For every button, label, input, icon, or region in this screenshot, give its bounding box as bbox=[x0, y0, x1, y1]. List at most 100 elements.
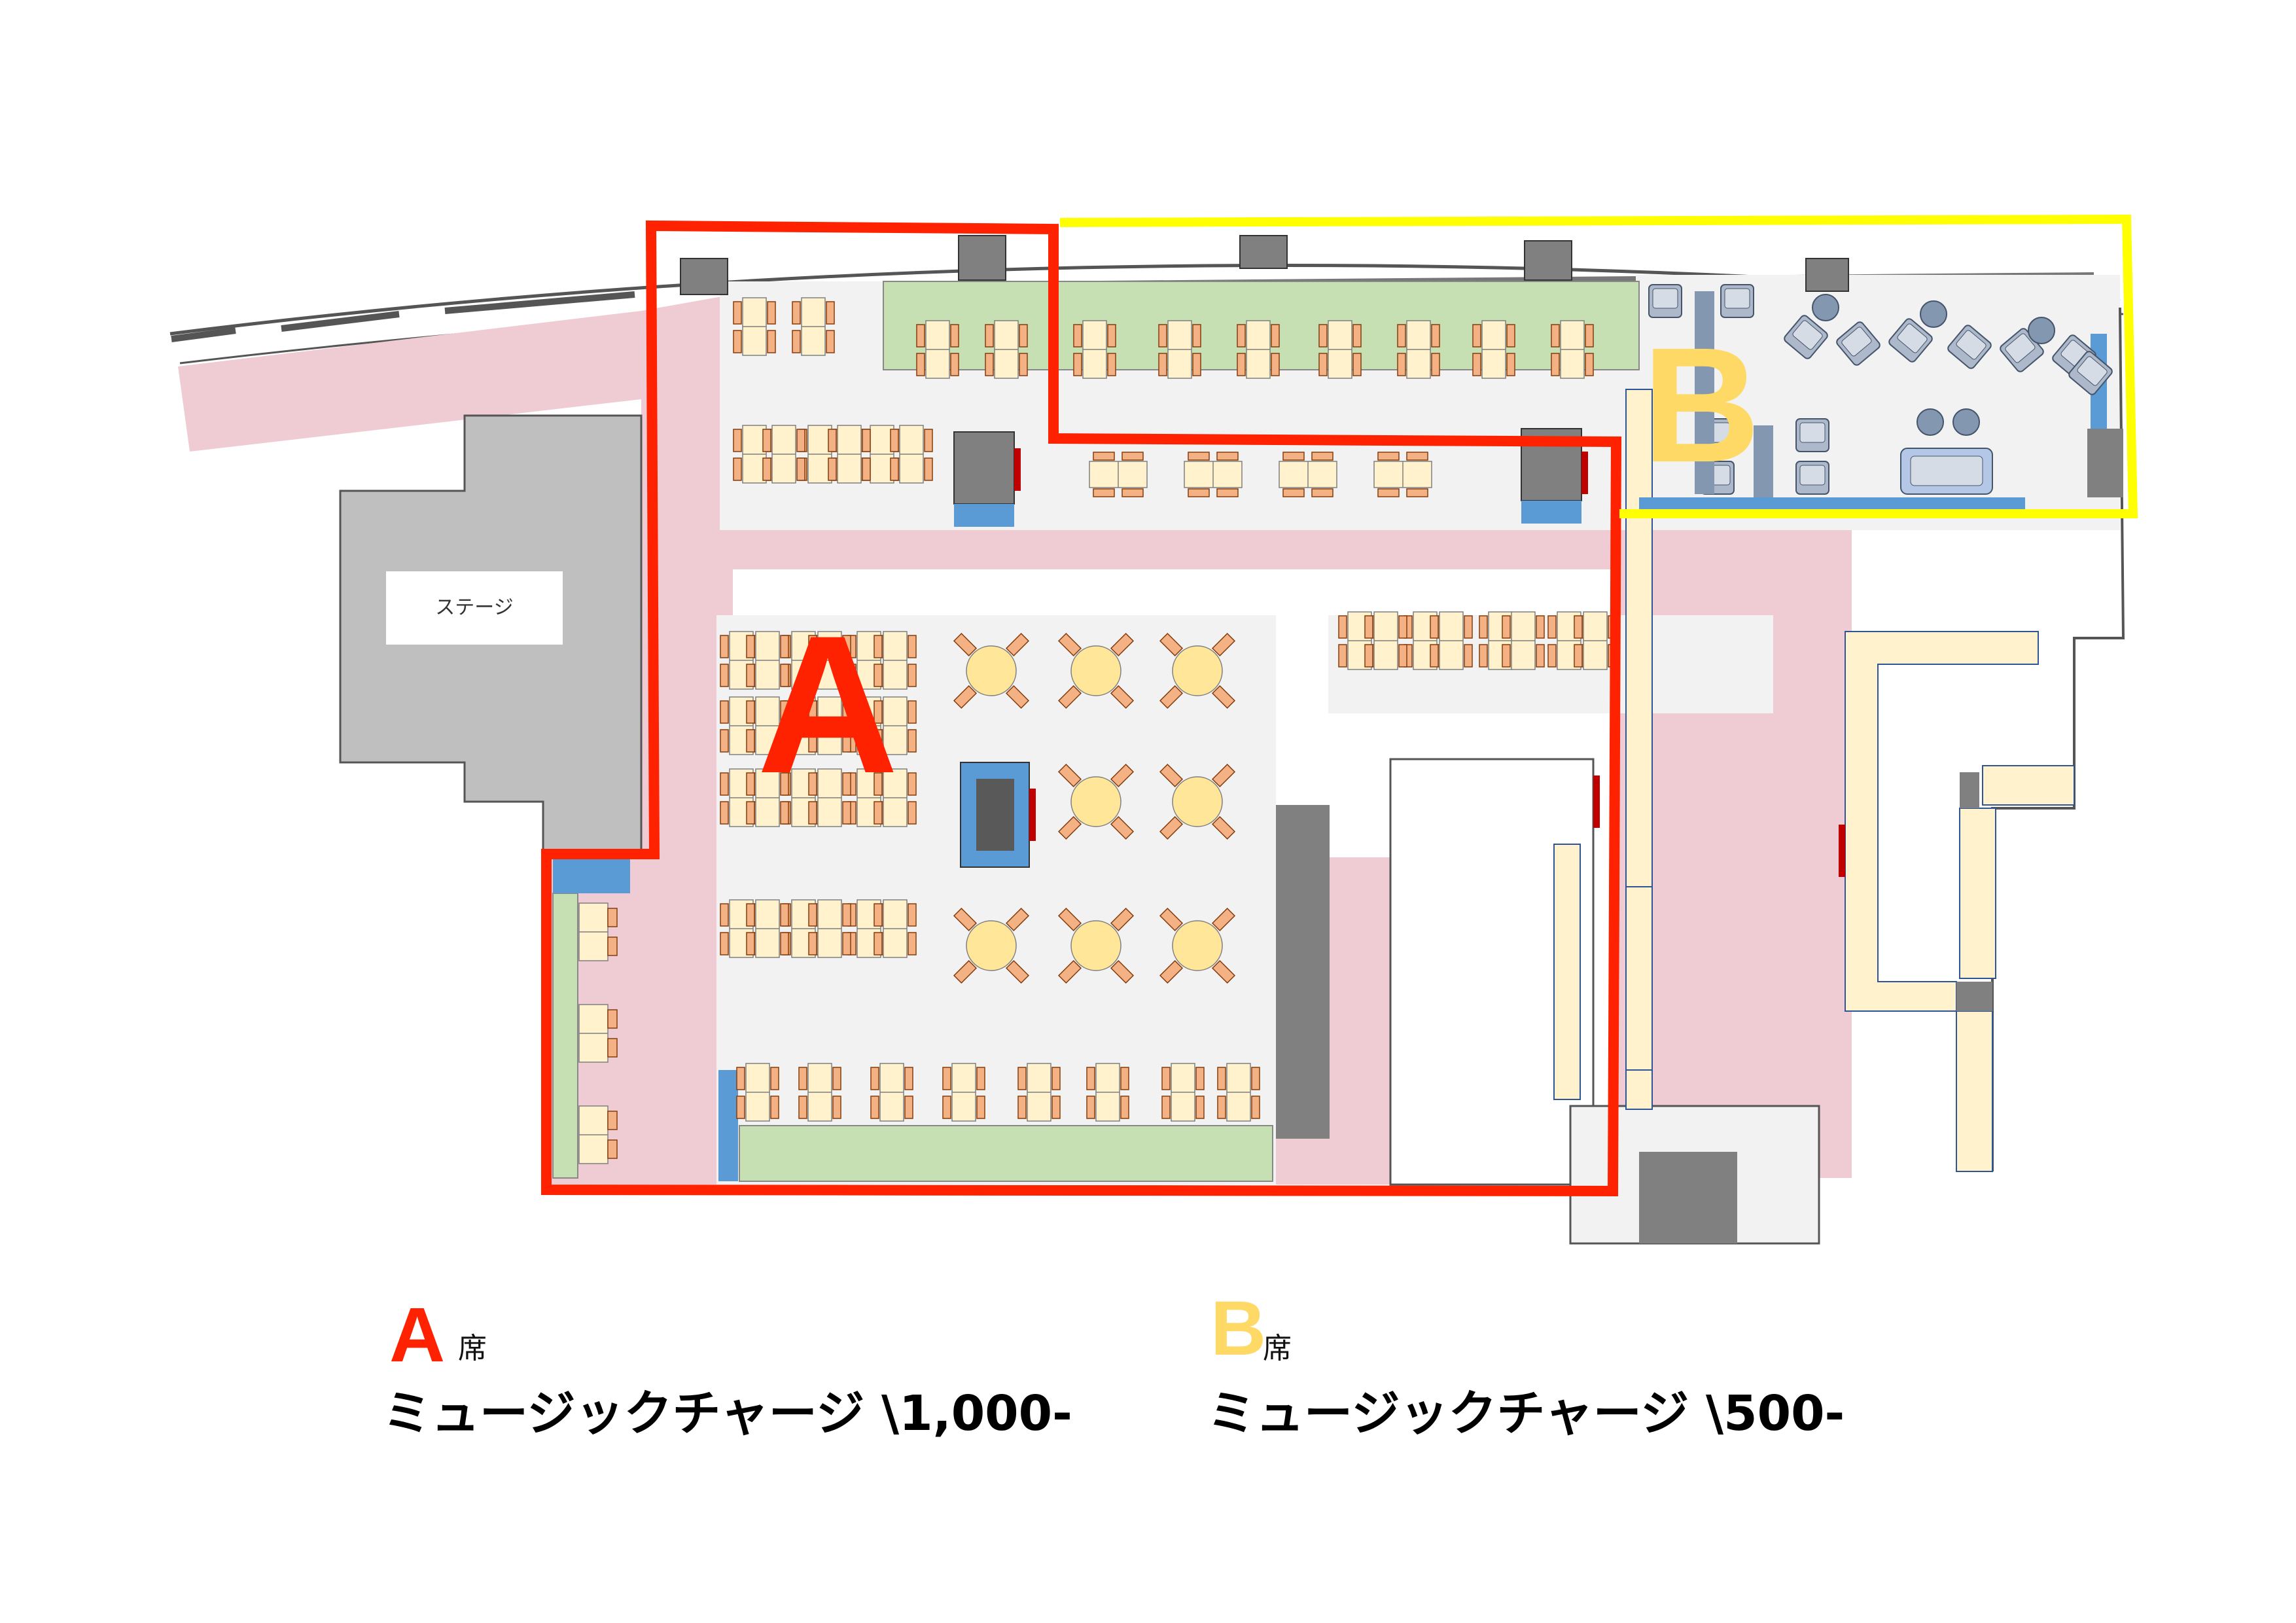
sofa-icon bbox=[1947, 325, 1992, 369]
table-with-chairs-icon bbox=[733, 297, 776, 356]
pillar-icon bbox=[1276, 805, 1330, 1139]
table-with-chairs-icon bbox=[1502, 611, 1545, 670]
table-with-chairs-icon bbox=[798, 1063, 841, 1122]
legend-b: B 席 ミュージックチャージ \500- bbox=[1207, 1285, 1845, 1442]
blue-base bbox=[954, 504, 1014, 527]
round-table-icon bbox=[1057, 907, 1135, 984]
door bbox=[1593, 776, 1600, 828]
stool-icon bbox=[1812, 294, 1839, 321]
blue-base bbox=[1521, 501, 1581, 524]
sofa-icon bbox=[1888, 318, 1933, 363]
round-table-icon bbox=[1057, 763, 1135, 840]
table-with-chairs-icon bbox=[890, 425, 933, 484]
floor-areas bbox=[716, 275, 2125, 1245]
table-with-chairs-icon bbox=[792, 297, 835, 356]
table-with-chairs-icon bbox=[1430, 611, 1473, 670]
table-with-chairs-icon bbox=[1472, 320, 1515, 379]
table-with-chairs-icon bbox=[578, 902, 618, 961]
table-with-chairs-icon bbox=[870, 1063, 913, 1122]
stage: ステージ bbox=[339, 414, 643, 859]
pillar-icon bbox=[2087, 429, 2123, 497]
table-with-chairs-icon bbox=[808, 631, 851, 690]
partition bbox=[1754, 425, 1773, 497]
table-with-chairs-icon bbox=[746, 768, 789, 827]
table-with-chairs-icon bbox=[985, 320, 1028, 379]
table-sets bbox=[578, 297, 1617, 1164]
pillar-icon bbox=[953, 431, 1015, 505]
pillar-icon bbox=[680, 258, 728, 295]
legend-a-letter: A bbox=[389, 1292, 445, 1378]
stage-label: ステージ bbox=[435, 596, 513, 619]
entrance-walkway bbox=[178, 311, 641, 452]
table-with-chairs-icon bbox=[762, 425, 805, 484]
round-table-icon bbox=[1159, 763, 1236, 840]
round-table-icon bbox=[953, 907, 1030, 984]
sofa-icon bbox=[1900, 448, 1993, 495]
table-with-chairs-icon bbox=[578, 1004, 618, 1063]
round-table-icon bbox=[1159, 907, 1236, 984]
sofa-icon bbox=[1836, 321, 1881, 366]
small-bar bbox=[1982, 765, 2075, 806]
legend-b-seat: 席 bbox=[1263, 1332, 1292, 1365]
blue-panel-left bbox=[553, 857, 630, 893]
blue-panel-lower bbox=[718, 1070, 738, 1181]
service-pillar bbox=[1639, 1152, 1737, 1243]
pillar-icon bbox=[1239, 235, 1288, 269]
table-with-chairs-icon bbox=[1551, 320, 1594, 379]
left-counter bbox=[552, 893, 578, 1179]
pillar-icon bbox=[1524, 240, 1572, 281]
table-with-chairs-icon bbox=[874, 696, 917, 755]
table-with-chairs-icon bbox=[874, 899, 917, 958]
table-with-chairs-icon bbox=[828, 425, 871, 484]
table-with-chairs-icon bbox=[1217, 1063, 1260, 1122]
table-with-chairs-icon bbox=[808, 899, 851, 958]
stool-icon bbox=[2028, 317, 2055, 344]
zone-b-outline bbox=[1059, 214, 2138, 518]
stool-icon bbox=[1952, 408, 1980, 436]
lounge-seating bbox=[1648, 284, 2113, 497]
sofa-icon bbox=[1795, 461, 1829, 495]
sofa-icon bbox=[1784, 315, 1828, 359]
stool-icon bbox=[1920, 300, 1947, 328]
sofa-icon bbox=[1795, 418, 1829, 452]
table-with-chairs-icon bbox=[746, 899, 789, 958]
table-with-chairs-icon bbox=[874, 768, 917, 827]
table-with-chairs-icon bbox=[1397, 320, 1440, 379]
round-table-icon bbox=[1159, 632, 1236, 709]
table-with-chairs-icon bbox=[1073, 320, 1116, 379]
lower-counter bbox=[739, 1125, 1273, 1182]
table-with-chairs-icon bbox=[746, 696, 789, 755]
round-table-icon bbox=[1057, 632, 1135, 709]
table-with-chairs-icon bbox=[1279, 452, 1337, 497]
legend-a: A 席 ミュージックチャージ \1,000- bbox=[383, 1292, 1072, 1442]
table-with-chairs-icon bbox=[1237, 320, 1280, 379]
table-with-chairs-icon bbox=[746, 631, 789, 690]
zone-a-outline bbox=[541, 220, 1622, 1197]
table-with-chairs-icon bbox=[808, 768, 851, 827]
table-with-chairs-icon bbox=[874, 631, 917, 690]
table-with-chairs-icon bbox=[1318, 320, 1362, 379]
table-with-chairs-icon bbox=[578, 1105, 618, 1164]
legend-b-letter: B bbox=[1210, 1285, 1266, 1372]
right-upper-bar bbox=[1959, 808, 1996, 979]
table-with-chairs-icon bbox=[1158, 320, 1201, 379]
center-bar-left bbox=[1553, 844, 1581, 1100]
zone-b-letter: B bbox=[1642, 313, 1761, 496]
table-with-chairs-icon bbox=[1364, 611, 1407, 670]
stage-sign bbox=[386, 571, 563, 645]
sofa-icon bbox=[1720, 284, 1754, 318]
stool-icon bbox=[1916, 408, 1944, 436]
zone-a-letter: A bbox=[757, 594, 899, 814]
right-bar bbox=[1956, 1010, 1993, 1172]
table-with-chairs-icon bbox=[942, 1063, 985, 1122]
center-bar-mid bbox=[1625, 886, 1653, 1071]
pillar-icon bbox=[958, 235, 1006, 281]
pillar-icon bbox=[1805, 258, 1849, 292]
table-with-chairs-icon bbox=[1184, 452, 1243, 497]
legend-b-charge: ミュージックチャージ \500- bbox=[1207, 1385, 1845, 1442]
partition bbox=[1695, 291, 1714, 494]
table-with-chairs-icon bbox=[1161, 1063, 1205, 1122]
pillar-icon bbox=[1956, 982, 1992, 1011]
table-with-chairs-icon bbox=[808, 696, 851, 755]
